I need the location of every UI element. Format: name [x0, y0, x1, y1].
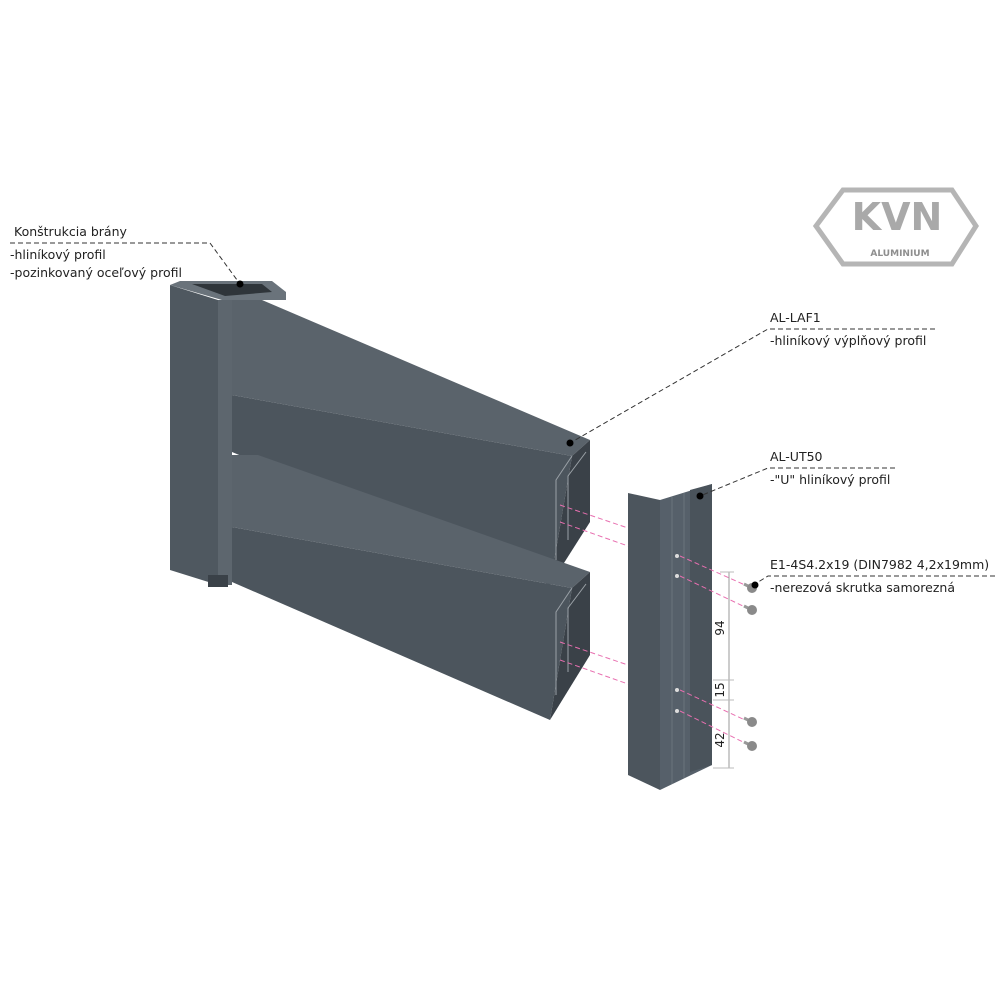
- gate-frame-post: [170, 281, 286, 587]
- screw-icon: [743, 740, 757, 751]
- kvn-logo: KVN ALUMINIUM: [812, 187, 979, 267]
- dimension-42: 42: [713, 732, 727, 747]
- screw-icon: [743, 604, 757, 615]
- dimension-lines: 94 15 42: [713, 571, 734, 769]
- svg-text:AL-LAF1: AL-LAF1: [770, 310, 821, 325]
- svg-text:E1-4S4.2x19 (DIN7982 4,2x19mm): E1-4S4.2x19 (DIN7982 4,2x19mm): [770, 557, 989, 572]
- filler-profile-lower: [232, 455, 590, 720]
- svg-text:-pozinkovaný oceľový profil: -pozinkovaný oceľový profil: [10, 265, 182, 280]
- svg-text:KVN: KVN: [852, 195, 943, 239]
- dimension-15: 15: [713, 682, 727, 697]
- dimension-94: 94: [713, 620, 727, 635]
- svg-text:-nerezová skrutka samorezná: -nerezová skrutka samorezná: [770, 580, 955, 595]
- svg-text:-hliníkový výplňový profil: -hliníkový výplňový profil: [770, 333, 926, 348]
- u-channel-profile: [628, 484, 712, 790]
- svg-text:AL-UT50: AL-UT50: [770, 449, 823, 464]
- svg-text:Konštrukcia brány: Konštrukcia brány: [14, 224, 127, 239]
- hole-alignment-lines: [559, 504, 746, 744]
- label-channel: AL-UT50 -"U" hliníkový profil: [770, 449, 890, 487]
- leader-lines: [10, 242, 995, 589]
- screws: [743, 582, 757, 751]
- svg-text:-hliníkový profil: -hliníkový profil: [10, 247, 106, 262]
- label-screw: E1-4S4.2x19 (DIN7982 4,2x19mm) -nerezová…: [770, 557, 989, 595]
- label-frame: Konštrukcia brány -hliníkový profil -poz…: [10, 224, 182, 280]
- label-filler: AL-LAF1 -hliníkový výplňový profil: [770, 310, 926, 348]
- svg-text:-"U" hliníkový profil: -"U" hliníkový profil: [770, 472, 890, 487]
- svg-text:ALUMINIUM: ALUMINIUM: [870, 249, 929, 259]
- screw-icon: [743, 716, 757, 727]
